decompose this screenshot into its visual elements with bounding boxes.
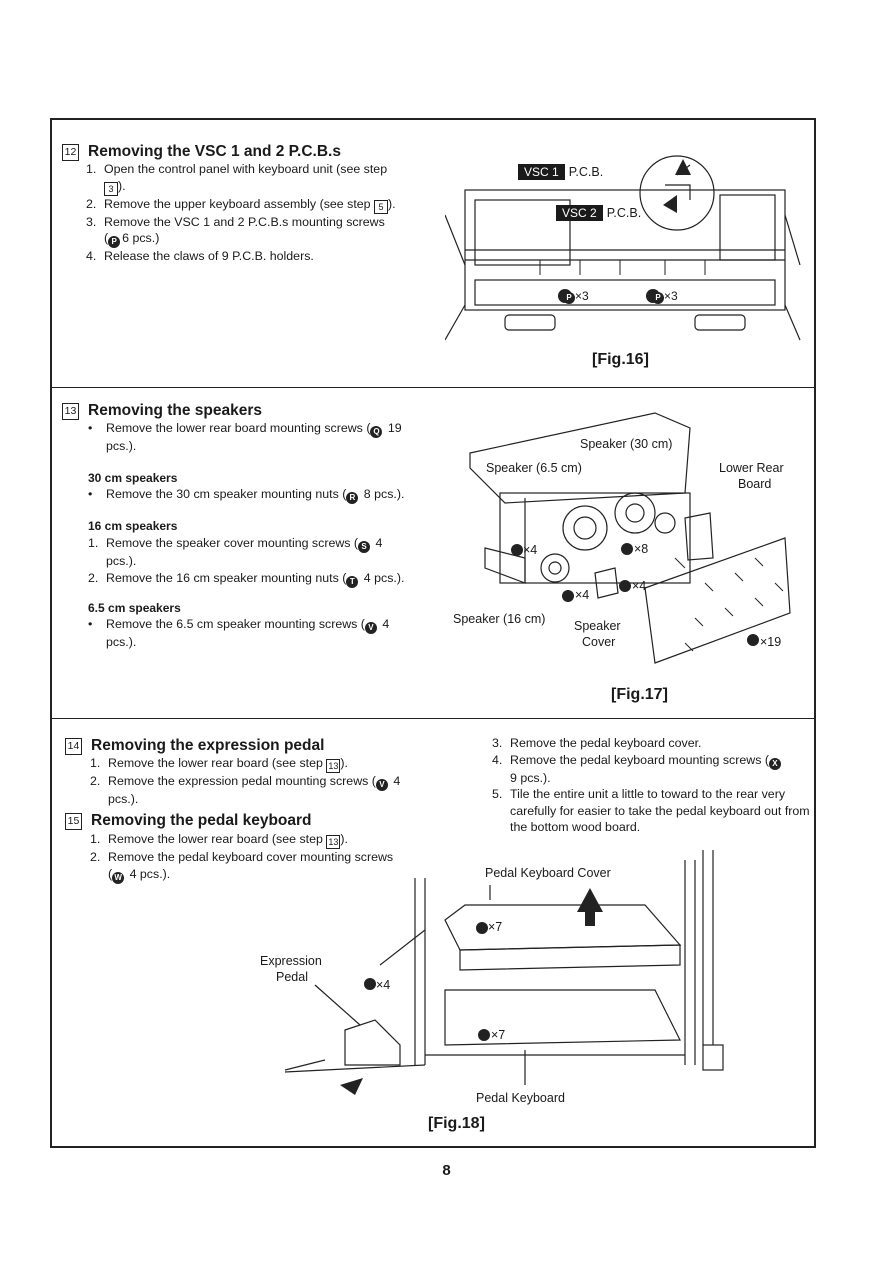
- list-item: 1.Remove the lower rear board (see step …: [90, 756, 348, 773]
- figure-17-caption: [Fig.17]: [611, 686, 668, 703]
- list-item: 1.Open the control panel with keyboard u…: [86, 162, 388, 196]
- step-13-heading: 13 Removing the speakers: [62, 402, 262, 420]
- speaker-65-label: Speaker (6.5 cm): [486, 461, 582, 475]
- pedal-cover-label: Pedal Keyboard Cover: [485, 866, 611, 880]
- page-frame: [50, 118, 816, 1148]
- expression-pedal-label: Pedal: [276, 970, 308, 984]
- step-12-list: 1.Open the control panel with keyboard u…: [86, 161, 426, 265]
- speaker-16-list: 1.Remove the speaker cover mounting scre…: [88, 535, 428, 588]
- figure-16-caption: [Fig.16]: [592, 351, 649, 368]
- pedal-keyboard-label: Pedal Keyboard: [476, 1091, 565, 1105]
- step-title: Removing the VSC 1 and 2 P.C.B.s: [88, 143, 341, 160]
- section-divider: [50, 718, 816, 719]
- list-item: •Remove the lower rear board mounting sc…: [88, 421, 402, 453]
- page-number: 8: [442, 1162, 451, 1179]
- list-item: 2.Remove the upper keyboard assembly (se…: [86, 196, 396, 214]
- speaker-cover-label: Speaker: [574, 619, 621, 633]
- speaker-30-label: Speaker (30 cm): [580, 437, 673, 451]
- step-title: Removing the expression pedal: [91, 737, 325, 754]
- t-count: ×4: [575, 588, 590, 602]
- v-count: ×4: [523, 543, 538, 557]
- step-title: Removing the speakers: [88, 402, 263, 419]
- screw-icon: P: [108, 236, 121, 248]
- step-14-list: 1.Remove the lower rear board (see step …: [90, 755, 430, 808]
- q-count: ×19: [760, 635, 782, 649]
- list-item: 2.Remove the 16 cm speaker mounting nuts…: [88, 570, 405, 588]
- figure-18-diagram: [285, 850, 724, 1095]
- list-item: •Remove the 6.5 cm speaker mounting scre…: [88, 617, 390, 649]
- list-item: 1.Remove the lower rear board (see step …: [90, 832, 348, 849]
- step-15-list-a: 1.Remove the lower rear board (see step …: [90, 831, 430, 884]
- list-item: 2.Remove the pedal keyboard cover mounti…: [90, 850, 394, 884]
- sub-heading: 6.5 cm speakers: [88, 601, 181, 615]
- x-count: ×7: [491, 1028, 506, 1042]
- list-item: 2.Remove the expression pedal mounting s…: [90, 774, 401, 806]
- s-count: ×4: [632, 579, 647, 593]
- speaker-30-list: •Remove the 30 cm speaker mounting nuts …: [88, 486, 428, 504]
- step-number: 14: [65, 737, 82, 755]
- v-count: ×4: [376, 978, 391, 992]
- list-item: •Remove the 30 cm speaker mounting nuts …: [88, 487, 405, 504]
- list-item: 4.Release the claws of 9 P.C.B. holders.: [86, 249, 314, 263]
- screw-count: P×3: [652, 289, 678, 304]
- figure-17-diagram: [469, 412, 791, 664]
- list-item: 3.Remove the VSC 1 and 2 P.C.B.s mountin…: [86, 214, 385, 248]
- sub-heading: 30 cm speakers: [88, 471, 178, 485]
- section-divider: [50, 387, 816, 388]
- list-item: 4.Remove the pedal keyboard mounting scr…: [492, 752, 812, 787]
- speaker-65-list: •Remove the 6.5 cm speaker mounting scre…: [88, 616, 428, 651]
- board-label: Board: [738, 477, 772, 491]
- step-title: Removing the pedal keyboard: [91, 812, 312, 829]
- step-number: 15: [65, 812, 82, 830]
- lower-rear-label: Lower Rear: [719, 461, 784, 475]
- screw-count: P×3: [563, 289, 589, 304]
- list-item: 1.Remove the speaker cover mounting scre…: [88, 536, 383, 568]
- w-count: ×7: [488, 920, 503, 934]
- step-14-heading: 14 Removing the expression pedal: [65, 737, 324, 755]
- step-12-heading: 12 Removing the VSC 1 and 2 P.C.B.s: [62, 143, 341, 161]
- figure-16-diagram: [445, 155, 801, 341]
- sub-heading: 16 cm speakers: [88, 519, 178, 533]
- list-item: 3.Remove the pedal keyboard cover.: [492, 736, 702, 750]
- speaker-cover-label: Cover: [582, 635, 616, 649]
- speaker-16-label: Speaker (16 cm): [453, 612, 546, 626]
- expression-pedal-label: Expression: [260, 954, 322, 968]
- step-number: 12: [62, 143, 79, 161]
- r-count: ×8: [634, 542, 649, 556]
- step-13-intro: •Remove the lower rear board mounting sc…: [88, 420, 428, 455]
- step-15-heading: 15 Removing the pedal keyboard: [65, 812, 312, 830]
- figure-18-caption: [Fig.18]: [428, 1115, 485, 1132]
- list-item: 5.Tile the entire unit a little to towar…: [492, 787, 810, 834]
- step-number: 13: [62, 402, 79, 420]
- step-15-list-b: 3.Remove the pedal keyboard cover. 4.Rem…: [492, 735, 812, 836]
